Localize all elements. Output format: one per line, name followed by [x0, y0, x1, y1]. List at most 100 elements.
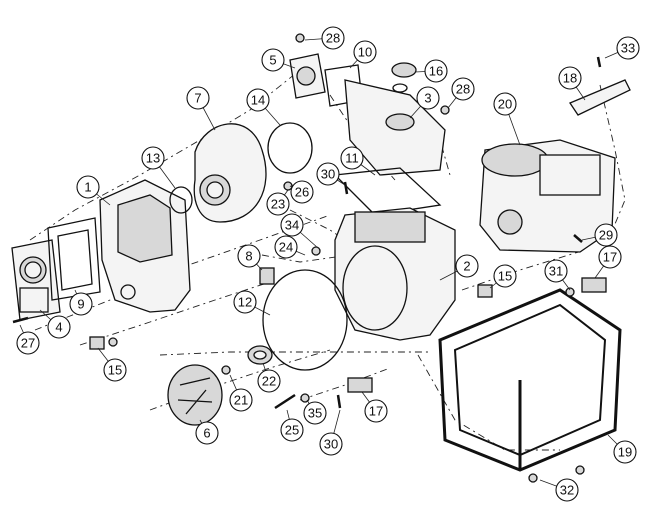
callout-number: 30	[321, 167, 335, 182]
callout-number: 11	[345, 151, 359, 166]
callout-1: 1	[76, 175, 111, 206]
callout-17: 17	[594, 245, 622, 279]
callout-bubble	[364, 399, 388, 423]
callout-27: 27	[16, 324, 40, 355]
callout-30: 30	[319, 409, 343, 456]
callout-number: 5	[269, 53, 276, 68]
callout-bubble	[233, 290, 257, 314]
part-plug-15a	[89, 336, 105, 350]
part-pump-casing	[99, 179, 191, 313]
part-bracket-18	[569, 79, 631, 116]
callout-3: 3	[409, 86, 440, 119]
callout-bubble	[451, 77, 475, 101]
part-oring-13	[169, 186, 193, 214]
callout-bubble	[316, 162, 340, 186]
callout-bubble	[493, 92, 517, 116]
callout-33: 33	[604, 36, 640, 60]
part-tank-cover	[344, 79, 446, 176]
part-plug-15b	[477, 284, 493, 298]
part-seal-22	[247, 345, 273, 365]
callout-number: 22	[262, 374, 276, 389]
callout-bubble	[493, 264, 517, 288]
callout-bubble	[280, 213, 304, 237]
callout-number: 35	[308, 406, 322, 421]
part-oring-14	[267, 122, 313, 174]
callout-bubble	[598, 245, 622, 269]
callout-number: 17	[369, 404, 383, 419]
callout-number: 31	[549, 264, 563, 279]
callout-8: 8	[237, 244, 263, 271]
callout-number: 18	[563, 71, 577, 86]
callout-bubble	[274, 235, 298, 259]
callout-number: 17	[603, 250, 617, 265]
callout-number: 4	[55, 320, 62, 335]
callout-number: 15	[498, 269, 512, 284]
callout-29: 29	[581, 223, 618, 247]
part-main-housing	[334, 207, 456, 341]
callout-bubble	[613, 440, 637, 464]
part-suction-flange	[11, 239, 61, 321]
callout-number: 34	[285, 218, 299, 233]
callout-number: 2	[463, 259, 470, 274]
callout-bubble	[76, 175, 100, 199]
callout-number: 29	[599, 228, 613, 243]
callout-number: 1	[84, 180, 91, 195]
callout-23: 23	[266, 189, 290, 216]
callout-20: 20	[493, 92, 521, 146]
callout-15: 15	[489, 264, 517, 289]
part-mount-17b	[581, 277, 607, 293]
callout-21: 21	[229, 374, 253, 412]
callout-19: 19	[607, 434, 637, 464]
callout-bubble	[555, 478, 579, 502]
callout-34: 34	[280, 213, 319, 249]
part-engine	[479, 139, 616, 253]
callout-26: 26	[289, 180, 314, 204]
callout-number: 10	[358, 45, 372, 60]
callout-16: 16	[414, 59, 448, 83]
callout-2: 2	[439, 254, 479, 281]
callout-17: 17	[361, 391, 388, 423]
callout-28: 28	[447, 77, 475, 109]
callout-31: 31	[544, 259, 571, 291]
callout-9: 9	[69, 289, 93, 316]
callout-bubble	[47, 315, 71, 339]
callout-bubble	[321, 26, 345, 50]
callout-bubble	[290, 180, 314, 204]
callout-number: 12	[238, 295, 252, 310]
callout-bubble	[16, 331, 40, 355]
callout-number: 25	[285, 423, 299, 438]
callout-number: 15	[108, 363, 122, 378]
callout-bubble	[558, 66, 582, 90]
callout-bubble	[69, 292, 93, 316]
callout-35: 35	[303, 399, 327, 425]
callout-bubble	[353, 40, 377, 64]
part-bolts	[12, 33, 602, 483]
callout-bubble	[195, 421, 219, 445]
callout-15: 15	[97, 347, 127, 382]
callout-number: 9	[77, 297, 84, 312]
callout-bubble	[246, 88, 270, 112]
part-discharge-flange	[289, 53, 326, 99]
callout-14: 14	[246, 88, 281, 126]
callout-30: 30	[316, 162, 346, 186]
callout-number: 30	[324, 437, 338, 452]
callout-number: 23	[271, 197, 285, 212]
callout-bubble	[266, 192, 290, 216]
callout-32: 32	[539, 478, 579, 502]
callout-bubble	[280, 418, 304, 442]
callout-number: 32	[560, 483, 574, 498]
callout-number: 7	[194, 91, 201, 106]
callout-number: 16	[429, 64, 443, 79]
part-oring-12	[262, 269, 348, 371]
callout-13: 13	[141, 146, 176, 189]
callout-bubble	[261, 48, 285, 72]
callout-bubble	[257, 369, 281, 393]
callout-number: 27	[21, 336, 35, 351]
callout-bubble	[103, 358, 127, 382]
callout-number: 14	[251, 93, 265, 108]
callout-number: 6	[203, 426, 210, 441]
callout-number: 20	[498, 97, 512, 112]
callout-12: 12	[233, 290, 271, 316]
part-frame	[438, 288, 622, 472]
